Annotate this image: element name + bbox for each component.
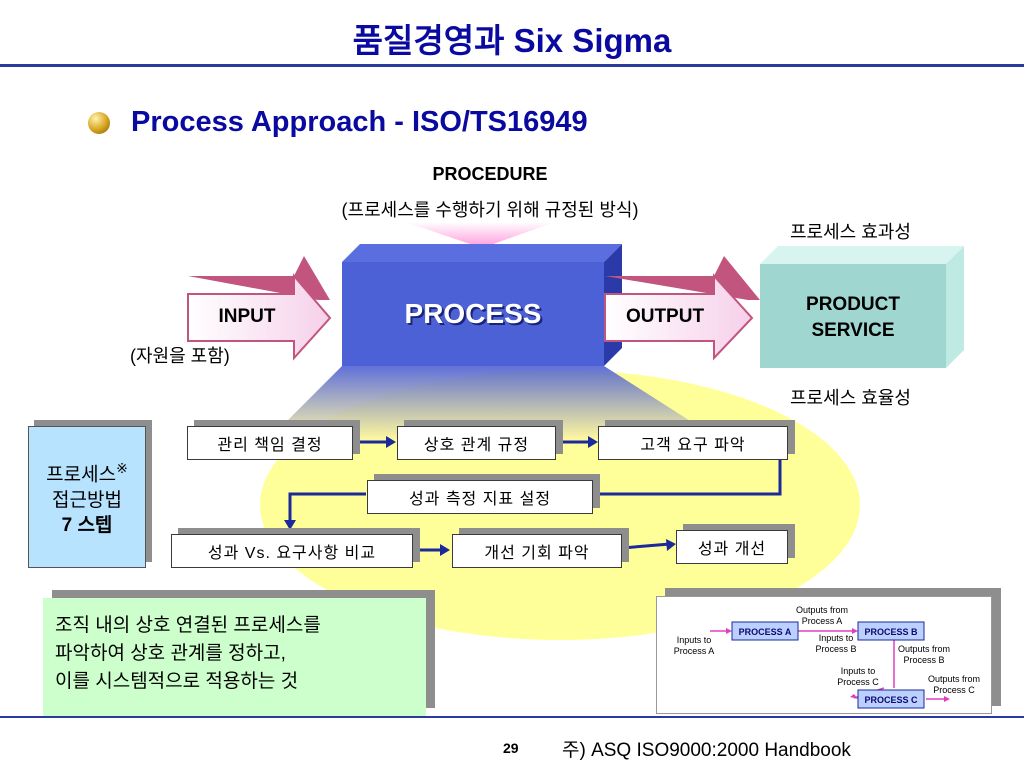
effectiveness-label: 프로세스 효과성 <box>790 222 911 242</box>
definition-box: 조직 내의 상호 연결된 프로세스를 파악하여 상호 관계를 정하고, 이를 시… <box>43 598 426 716</box>
efficiency-label: 프로세스 효율성 <box>790 388 911 408</box>
definition-line2: 파악하여 상호 관계를 정하고, <box>55 643 286 664</box>
process-box-top <box>342 244 622 262</box>
step-2-box: 상호 관계 규정 <box>397 426 556 460</box>
mini-inputs-a-1: Inputs to <box>677 635 712 645</box>
footer-divider <box>0 716 1024 718</box>
section-heading: Process Approach - ISO/TS16949 <box>131 106 588 138</box>
mini-process-a <box>731 621 799 641</box>
definition-line1: 조직 내의 상호 연결된 프로세스를 <box>55 615 321 636</box>
mini-inputs-b-1: Inputs to <box>819 633 854 643</box>
step-6-box: 개선 기회 파악 <box>452 534 622 568</box>
product-service-label: PRODUCT SERVICE <box>760 292 946 344</box>
process-label: PROCESS <box>404 298 542 329</box>
mini-outputs-c-2: Process C <box>933 685 975 695</box>
step-5-box: 성과 Vs. 요구사항 비교 <box>171 534 413 568</box>
seven-steps-line3: 7 스텝 <box>61 514 113 536</box>
process-flow-figure <box>656 596 992 714</box>
page-number: 29 <box>503 740 519 756</box>
mini-inputs-c-2: Process C <box>837 677 879 687</box>
output-arrow <box>604 273 754 361</box>
slide-title: 품질경영과 Six Sigma <box>352 22 672 59</box>
mini-process-c-label: PROCESS C <box>864 695 918 705</box>
input-label: INPUT <box>218 306 276 327</box>
procedure-arrow <box>405 222 555 248</box>
title-divider <box>0 64 1024 67</box>
process-flow-graphic: PROCESS A PROCESS B PROCESS C Inputs to … <box>674 605 980 709</box>
source-note: 주) ASQ ISO9000:2000 Handbook <box>562 740 851 761</box>
product-label: PRODUCT <box>806 294 900 315</box>
seven-steps-line2: 접근방법 <box>52 489 122 511</box>
mini-process-c <box>857 689 925 709</box>
mini-outputs-b-1: Outputs from <box>898 644 950 654</box>
seven-steps-box: 프로세스※ 접근방법 7 스텝 <box>28 426 146 568</box>
process-beam <box>268 366 720 440</box>
input-arrow <box>187 273 332 361</box>
product-box-top <box>760 246 964 264</box>
mini-inputs-b-2: Process B <box>815 644 856 654</box>
step-4-box: 성과 측정 지표 설정 <box>367 480 593 514</box>
mini-outputs-c-1: Outputs from <box>928 674 980 684</box>
product-box-side <box>946 246 964 368</box>
mini-outputs-a-2: Process A <box>802 616 843 626</box>
mini-process-b-label: PROCESS B <box>864 627 918 637</box>
mini-process-a-label: PROCESS A <box>739 627 792 637</box>
procedure-subtitle: (프로세스를 수행하기 위해 규정된 방식) <box>341 200 639 220</box>
service-label: SERVICE <box>811 320 895 341</box>
mini-process-b <box>857 621 925 641</box>
input-subtitle: (자원을 포함) <box>130 346 230 366</box>
step-3-box: 고객 요구 파악 <box>598 426 788 460</box>
mini-outputs-b-2: Process B <box>903 655 944 665</box>
definition-line3: 이를 시스템적으로 적용하는 것 <box>55 671 299 692</box>
seven-steps-line1: 프로세스※ <box>46 460 128 486</box>
process-box <box>342 262 604 366</box>
mini-inputs-c-1: Inputs to <box>841 666 876 676</box>
step-1-box: 관리 책임 결정 <box>187 426 353 460</box>
output-label: OUTPUT <box>625 306 705 327</box>
mini-inputs-a-2: Process A <box>674 646 715 656</box>
reference-mark: ※ <box>116 460 128 477</box>
product-box <box>760 264 946 368</box>
procedure-title: PROCEDURE <box>432 164 548 184</box>
bullet-icon <box>88 112 110 134</box>
step-7-box: 성과 개선 <box>676 530 788 564</box>
mini-outputs-a-1: Outputs from <box>796 605 848 615</box>
